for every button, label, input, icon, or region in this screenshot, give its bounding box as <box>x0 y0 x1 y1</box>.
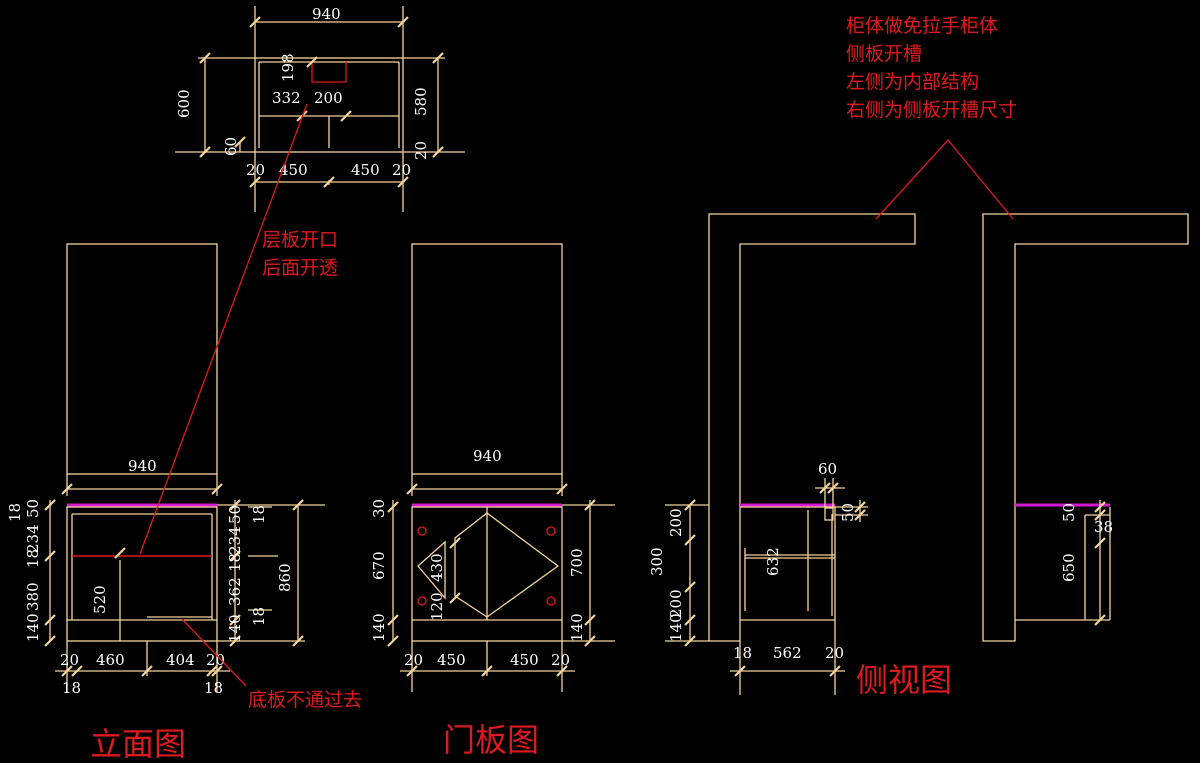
side-view-right: 50 38 650 <box>982 213 1189 642</box>
elevation-left-140-label: 140 <box>24 613 42 642</box>
elevation-right-234-label: 234 <box>226 526 244 555</box>
side-panel-right-outline <box>982 213 1189 642</box>
elevation-title: 立面图 <box>90 725 186 763</box>
elevation-left-18-label: 18 <box>6 503 24 522</box>
bottom-board-leader <box>181 618 247 687</box>
side-view-left: 60 50 200 300 200 140 632 18 562 20 <box>648 213 916 695</box>
elevation-bottom-20a-label: 20 <box>60 651 79 669</box>
elevation-right-18-label: 18 <box>250 505 268 524</box>
top-note-line-3: 左侧为内部结构 <box>846 71 979 93</box>
elevation-bottom-460-label: 460 <box>96 651 125 669</box>
slot-38-label: 38 <box>1094 518 1113 536</box>
door-panel-view: 940 30 670 140 430 120 700 140 20 450 45… <box>370 243 615 692</box>
top-note-line-4: 右侧为侧板开槽尺寸 <box>846 99 1017 121</box>
door-bottom-450b-label: 450 <box>510 651 539 669</box>
elevation-width-label: 940 <box>128 457 157 475</box>
plan-view: 940 600 580 198 332 200 60 20 20 450 450… <box>175 5 465 212</box>
elevation-right-18c-label: 18 <box>250 607 268 626</box>
elevation-left-50-label: 50 <box>24 499 42 518</box>
plan-bottom-3-label: 450 <box>351 161 380 179</box>
slot-50-label: 50 <box>1060 503 1078 522</box>
door-inner-430-label: 430 <box>428 553 446 582</box>
door-right-140-label: 140 <box>568 613 586 642</box>
door-bottom-20b-label: 20 <box>551 651 570 669</box>
shelf-note-line-2: 后面开透 <box>262 257 338 279</box>
plan-bottom-1-label: 20 <box>246 161 265 179</box>
plan-bottom-2-label: 450 <box>279 161 308 179</box>
plan-bottom-4-label: 20 <box>392 161 411 179</box>
elevation-upper-cabinet <box>66 243 218 475</box>
door-inner-120-label: 120 <box>428 592 446 621</box>
annotations: 柜体做免拉手柜体 侧板开槽 左侧为内部结构 右侧为侧板开槽尺寸 层板开口 后面开… <box>90 15 1017 763</box>
door-bottom-450a-label: 450 <box>437 651 466 669</box>
plan-outline <box>254 57 404 153</box>
shelf-note-line-1: 层板开口 <box>262 229 338 251</box>
plan-depth-left-label: 600 <box>175 89 193 118</box>
door-width-label: 940 <box>473 447 502 465</box>
side-bottom-20-label: 20 <box>825 644 844 662</box>
elevation-bottom-20b-label: 20 <box>206 651 225 669</box>
side-bottom-562-label: 562 <box>773 644 802 662</box>
plan-inner-b-label: 332 <box>272 89 301 107</box>
side-view-title: 侧视图 <box>856 661 952 699</box>
elevation-view: 940 18 50 234 18 380 140 50 18 234 18 36… <box>6 243 325 697</box>
door-hole-br <box>546 596 556 606</box>
elevation-right-18b-label: 18 <box>226 553 244 572</box>
elevation-bottom-404-label: 404 <box>166 651 195 669</box>
door-upper-cabinet <box>411 243 563 475</box>
elevation-right-140-label: 140 <box>226 614 244 643</box>
side-left-200a-label: 200 <box>667 508 685 537</box>
slot-650-label: 650 <box>1060 553 1078 582</box>
side-panel-left-outline <box>708 213 916 642</box>
elevation-860-label: 860 <box>276 563 294 592</box>
top-note-line-2: 侧板开槽 <box>846 43 922 65</box>
top-note-line-1: 柜体做免拉手柜体 <box>846 15 998 37</box>
side-left-300-label: 300 <box>648 547 666 576</box>
bottom-board-note: 底板不通过去 <box>248 689 362 711</box>
plan-inner-a-label: 198 <box>279 53 297 82</box>
elevation-bottom-18b-label: 18 <box>204 679 223 697</box>
side-inner-632-label: 632 <box>764 547 782 576</box>
elevation-left-18b-label: 18 <box>24 549 42 568</box>
side-left-200b-label: 200 <box>667 589 685 618</box>
elevation-left-234-label: 234 <box>24 524 42 553</box>
shelf-opening-leader <box>139 103 308 555</box>
elevation-right-50-label: 50 <box>226 505 244 524</box>
door-left-140-label: 140 <box>370 613 388 642</box>
door-right-700-label: 700 <box>568 548 586 577</box>
elevation-inner-520-label: 520 <box>91 585 109 614</box>
door-left-30-label: 30 <box>370 499 388 518</box>
elevation-right-362-label: 362 <box>226 577 244 606</box>
plan-inner-c-label: 200 <box>314 89 343 107</box>
plan-depth-right-label: 580 <box>412 87 430 116</box>
side-bottom-18-label: 18 <box>733 644 752 662</box>
elevation-bottom-18a-label: 18 <box>62 679 81 697</box>
door-left-670-label: 670 <box>370 551 388 580</box>
plan-width-label: 940 <box>312 5 341 23</box>
door-panel-title: 门板图 <box>443 721 539 759</box>
plan-left-small-label: 60 <box>222 137 240 156</box>
door-hole-tl <box>417 526 427 536</box>
plan-right-small-label: 20 <box>412 141 430 160</box>
door-hole-tr <box>546 526 556 536</box>
door-bottom-20a-label: 20 <box>404 651 423 669</box>
elevation-lower-cabinet <box>66 506 218 642</box>
side-right-50-label: 50 <box>839 503 857 522</box>
side-left-140-label: 140 <box>667 613 685 642</box>
top-note-leader <box>875 139 1014 220</box>
elevation-left-380-label: 380 <box>24 582 42 611</box>
plan-opening <box>311 62 347 83</box>
side-top-60-label: 60 <box>818 460 837 478</box>
door-hole-bl <box>417 596 427 606</box>
